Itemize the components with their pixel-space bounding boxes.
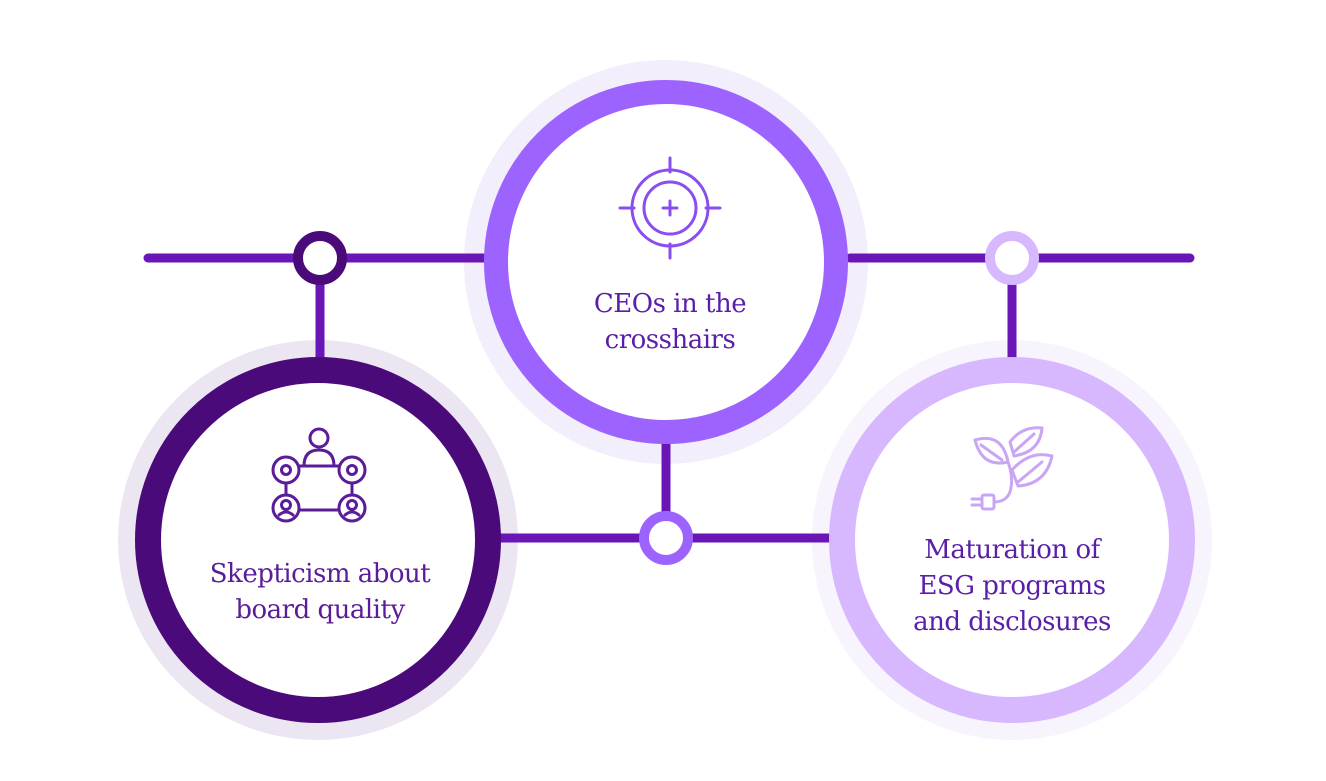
node-bottom-center (639, 511, 693, 565)
esg-label-line-1: Maturation of (924, 535, 1100, 565)
ceo-label: CEOs in the crosshairs (520, 286, 820, 358)
board-label-line-1: Skepticism about (209, 559, 431, 589)
esg-label-line-2: ESG programs (918, 571, 1106, 601)
node-top-left (293, 231, 347, 285)
board-label: Skepticism about board quality (170, 556, 470, 628)
esg-circle (829, 357, 1195, 723)
board-circle (135, 357, 501, 723)
ceo-circle (484, 80, 848, 444)
ceo-label-line-2: crosshairs (604, 325, 736, 355)
crosshair-icon (618, 156, 722, 260)
board-label-line-2: board quality (235, 595, 405, 625)
ceo-label-line-1: CEOs in the (593, 289, 747, 319)
esg-label-line-3: and disclosures (913, 607, 1111, 637)
node-top-right (985, 231, 1039, 285)
board-network-icon (271, 427, 367, 523)
esg-label: Maturation of ESG programs and disclosur… (862, 532, 1162, 640)
leaf-plug-icon (970, 426, 1054, 511)
